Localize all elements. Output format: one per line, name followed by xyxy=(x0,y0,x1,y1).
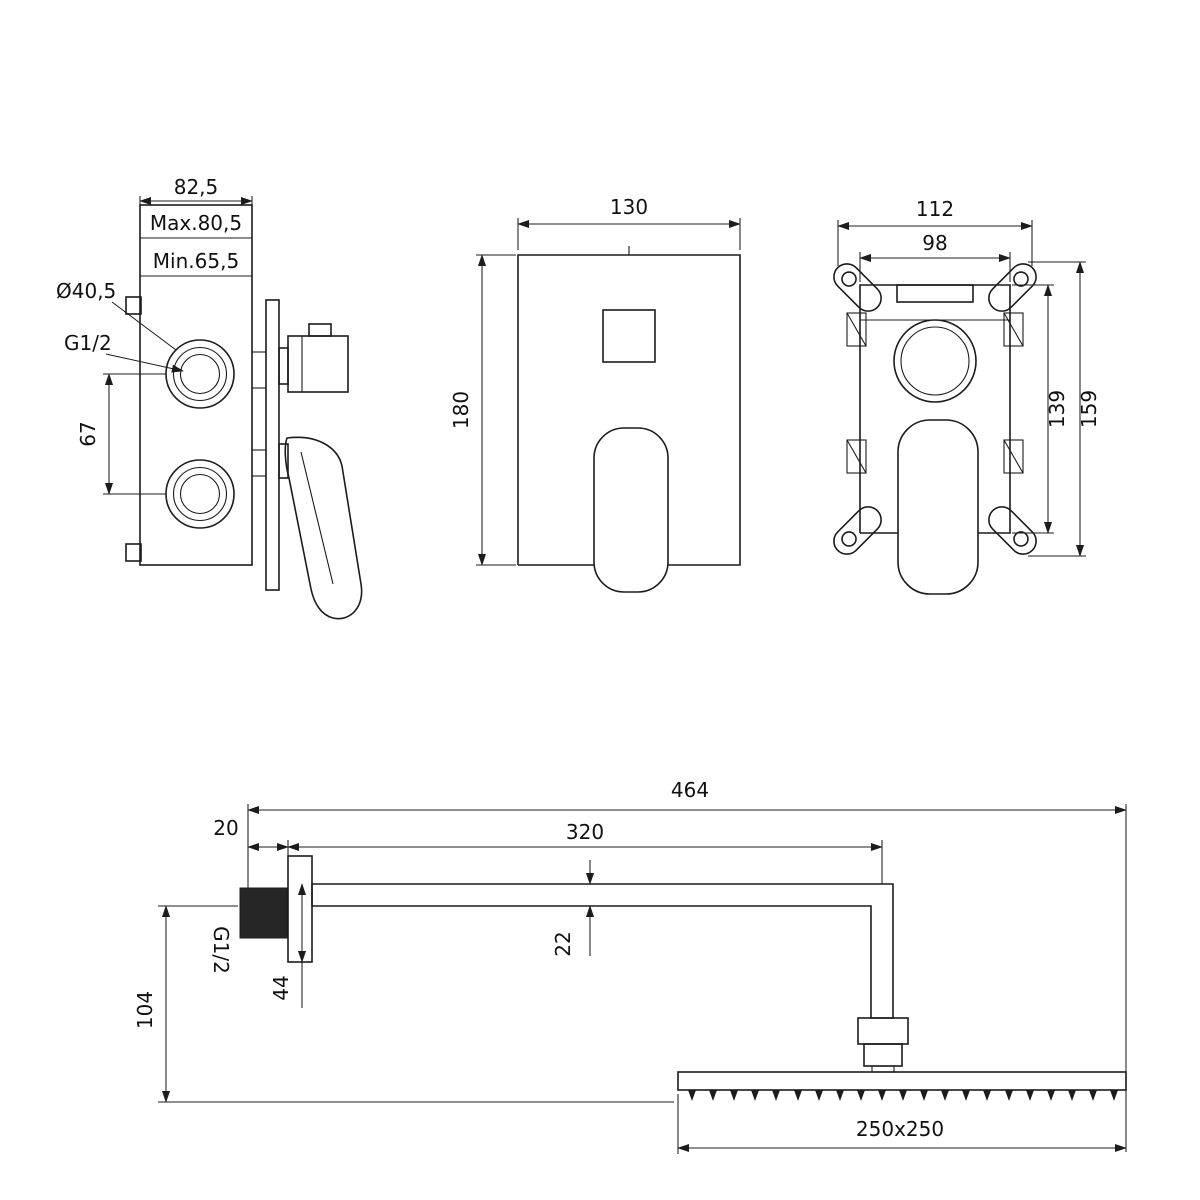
arm-drop-height-label: 104 xyxy=(133,991,157,1029)
mounting-ear-top-right xyxy=(988,263,1037,312)
mixer-front-view xyxy=(517,246,741,593)
cartridge-circle-inner xyxy=(900,326,970,396)
back-outer-height-label: 159 xyxy=(1077,390,1101,428)
lever-handle-side xyxy=(284,436,363,620)
side-hole-diameter-label: Ø40,5 xyxy=(56,279,116,303)
thread-leader-line xyxy=(105,353,184,373)
upper-inlet-circle xyxy=(165,339,235,409)
upper-inlet-circle-mid xyxy=(172,346,228,402)
lower-inlet-circle-mid xyxy=(172,466,228,522)
side-boss-right-top xyxy=(1003,312,1024,347)
lower-inlet-circle xyxy=(165,459,235,529)
side-boss-right-bottom xyxy=(1003,439,1024,474)
mounting-ear-bottom-right xyxy=(988,506,1037,555)
arm-wall-offset-label: 20 xyxy=(213,816,238,840)
lever-handle-detail xyxy=(300,451,334,585)
arm-escutcheon xyxy=(287,855,313,963)
back-outer-width-label: 112 xyxy=(916,197,954,221)
mixer-front-dimensions xyxy=(476,218,741,566)
back-bracket xyxy=(859,284,1011,534)
arm-length-label: 320 xyxy=(566,820,604,844)
wall-thread-block xyxy=(239,887,288,939)
front-diverter-button xyxy=(602,309,656,363)
cartridge-circle-outer xyxy=(893,319,977,403)
side-depth-max-label: Max.80,5 xyxy=(150,211,242,235)
mixer-back-view xyxy=(833,263,1037,595)
shower-head-slab xyxy=(677,1071,1127,1091)
side-boss-left-top xyxy=(846,312,867,347)
head-connector-nut-upper xyxy=(857,1017,909,1045)
shower-head-nozzles xyxy=(688,1090,1118,1101)
diameter-leader-line xyxy=(111,301,177,351)
diverter-knob xyxy=(287,335,349,393)
side-tab-top xyxy=(125,296,142,315)
shower-arm-view xyxy=(239,855,1127,1101)
diverter-button xyxy=(308,323,332,337)
mounting-ear-top-left xyxy=(833,263,882,312)
head-size-label: 250x250 xyxy=(856,1117,944,1141)
mixer-back-dimensions xyxy=(837,220,1086,557)
dimension-labels: 82,5 Max.80,5 Min.65,5 Ø40,5 G1/2 67 130… xyxy=(56,175,1101,1141)
shower-arm-dimensions xyxy=(158,804,1127,1154)
mounting-ear-bottom-left xyxy=(833,506,882,555)
head-connector-neck xyxy=(871,1065,895,1073)
head-connector-nut-lower xyxy=(863,1043,903,1067)
front-height-label: 180 xyxy=(449,391,473,429)
back-inner-width-label: 98 xyxy=(922,231,947,255)
back-lever-handle xyxy=(897,419,979,595)
side-escutcheon-plate xyxy=(265,299,280,591)
front-width-label: 130 xyxy=(610,195,648,219)
side-boss-left-bottom xyxy=(846,439,867,474)
mixer-side-dimensions xyxy=(103,196,253,495)
arm-thickness-label: 22 xyxy=(551,931,575,956)
side-thread-label: G1/2 xyxy=(64,331,112,355)
front-lever-handle xyxy=(593,427,669,593)
back-top-port xyxy=(896,284,974,303)
side-width-label: 82,5 xyxy=(174,175,219,199)
front-plate xyxy=(517,254,741,566)
upper-inlet-circle-inner xyxy=(179,353,221,395)
back-inner-height-label: 139 xyxy=(1045,390,1069,428)
arm-flange-height-label: 44 xyxy=(269,975,293,1000)
lever-stem xyxy=(278,443,289,479)
side-port-spacing-label: 67 xyxy=(76,421,100,446)
diverter-knob-stem xyxy=(278,347,289,385)
side-tab-bottom xyxy=(125,543,142,562)
arm-tube xyxy=(311,883,894,1019)
arm-thread-label: G1/2 xyxy=(209,926,233,974)
lower-inlet-circle-inner xyxy=(179,473,221,515)
arm-total-projection-label: 464 xyxy=(671,778,709,802)
side-depth-min-label: Min.65,5 xyxy=(153,249,239,273)
